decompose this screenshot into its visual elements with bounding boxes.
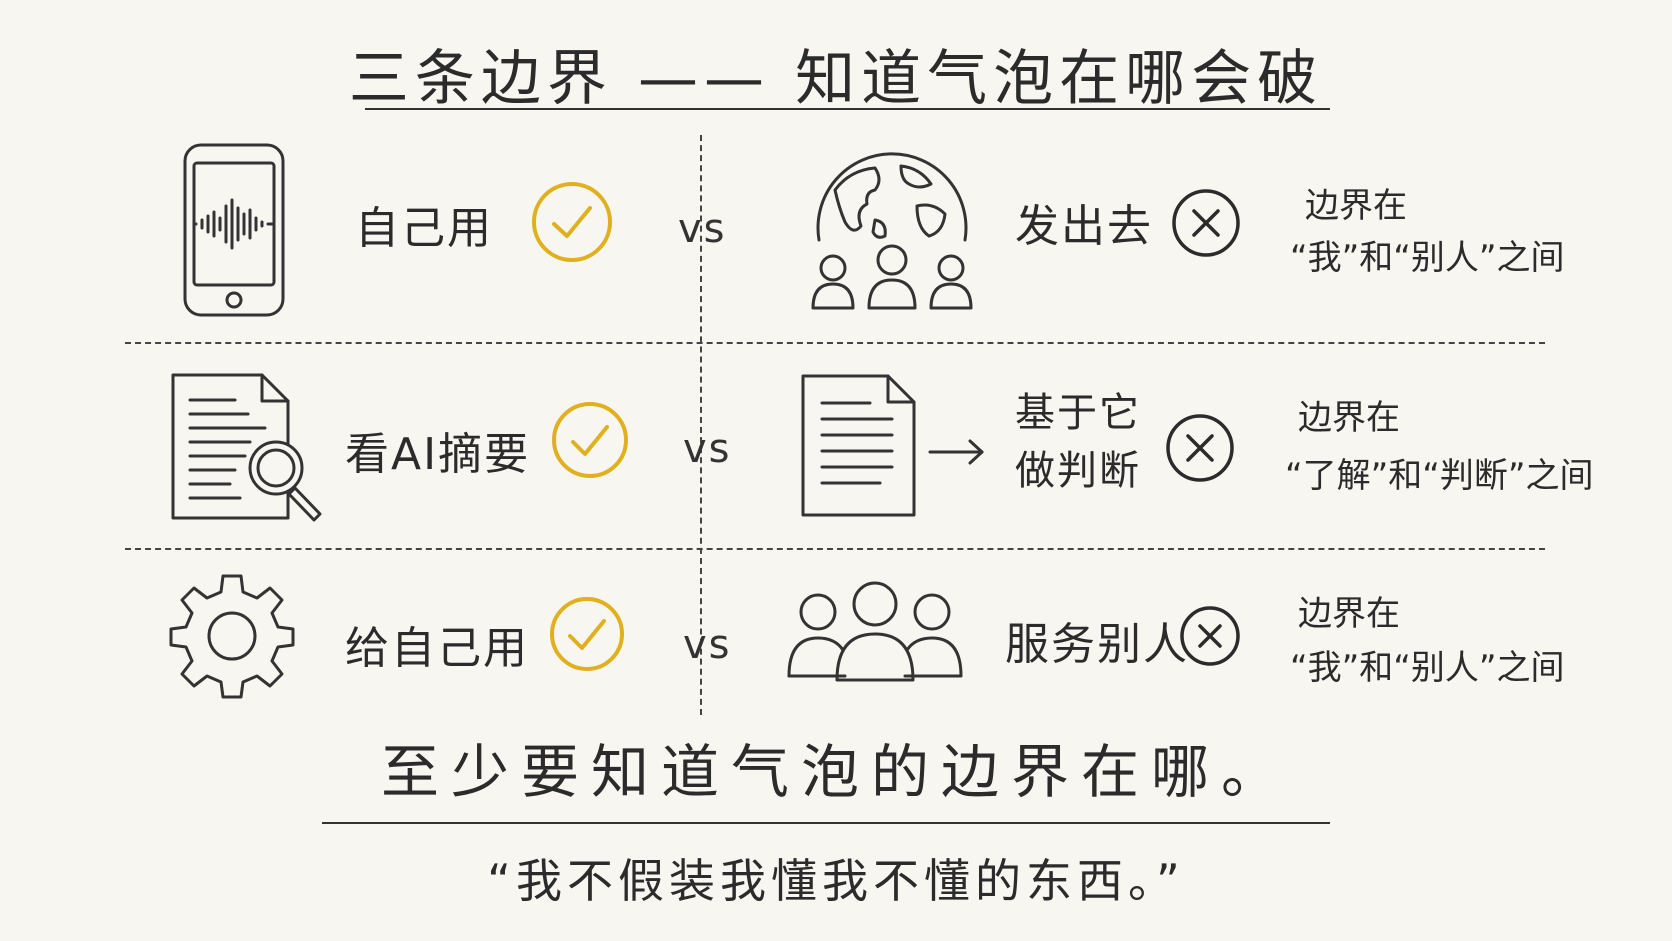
row-divider-2 [125, 548, 1545, 550]
cross-circle-icon [1170, 187, 1242, 259]
cross-circle-icon [1178, 604, 1242, 668]
page-title: 三条边界 —— 知道气泡在哪会破 [348, 44, 1324, 114]
closing-quote: “我不假装我懂我不懂的东西。” [487, 854, 1185, 908]
document-arrow-icon [800, 373, 990, 518]
check-circle-icon [530, 180, 614, 264]
row1-note-line2: “我”和“别人”之间 [1290, 238, 1565, 278]
row3-left-label: 给自己用 [345, 623, 529, 674]
document-magnifier-icon [170, 372, 330, 532]
gear-icon [167, 570, 297, 700]
row2-note-line2: “了解”和“判断”之间 [1285, 456, 1594, 496]
row-divider-1 [125, 342, 1545, 344]
row2-note-line1: 边界在 [1298, 398, 1400, 438]
check-circle-icon [548, 595, 626, 673]
row2-vs: vs [683, 426, 732, 472]
row1-left-label: 自己用 [355, 203, 493, 254]
row3-note-line1: 边界在 [1298, 594, 1400, 634]
row1-right-label: 发出去 [1015, 201, 1153, 252]
row1-note-line1: 边界在 [1305, 186, 1407, 226]
phone-soundwave-icon [180, 140, 290, 320]
conclusion-text: 至少要知道气泡的边界在哪。 [380, 738, 1291, 806]
row3-vs: vs [683, 622, 732, 668]
row1-vs: vs [678, 206, 727, 252]
row2-left-label: 看AI摘要 [345, 429, 531, 480]
row3-right-label: 服务别人 [1005, 619, 1189, 670]
cross-circle-icon [1164, 412, 1236, 484]
check-circle-icon [550, 400, 630, 480]
group-people-icon [785, 578, 965, 683]
center-divider [700, 135, 702, 715]
row2-right-label-line2: 做判断 [1015, 448, 1141, 494]
globe-people-icon [805, 140, 980, 315]
conclusion-underline [322, 822, 1330, 824]
row3-note-line2: “我”和“别人”之间 [1290, 648, 1565, 688]
title-underline [365, 108, 1330, 110]
row2-right-label-line1: 基于它 [1015, 390, 1141, 436]
